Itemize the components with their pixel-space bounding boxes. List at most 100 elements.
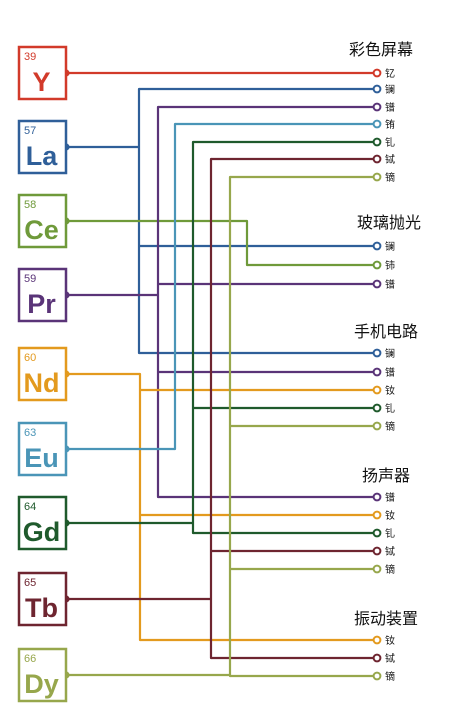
connector-eu	[62, 122, 377, 453]
atomic-number: 64	[24, 501, 36, 513]
category-title: 振动装置	[354, 609, 418, 628]
connector-y	[62, 69, 377, 77]
category-title: 手机电路	[354, 322, 418, 341]
item-endpoint-dot	[372, 84, 382, 94]
element-box-frame	[17, 45, 68, 101]
item-endpoint-dot	[372, 671, 382, 681]
item-label: 铕	[385, 118, 395, 131]
connector-pr	[62, 105, 377, 499]
element-symbol: Y	[32, 67, 50, 97]
element-box-frame	[17, 193, 68, 249]
item-label: 钕	[385, 510, 395, 522]
item-label: 镧	[385, 241, 395, 253]
item-label: 镧	[385, 84, 395, 96]
element-box-frame	[17, 495, 68, 551]
connector-dy	[62, 175, 377, 679]
item-endpoint-dot	[372, 119, 382, 129]
item-endpoint-dot	[372, 154, 382, 164]
category-title: 扬声器	[362, 466, 410, 485]
item-endpoint-dot	[372, 510, 382, 520]
element-symbol: Ce	[24, 215, 59, 245]
item-endpoint-dot	[372, 102, 382, 112]
item-label: 钕	[385, 385, 395, 397]
item-label: 铽	[385, 154, 395, 166]
item-label: 镨	[385, 101, 395, 114]
atomic-number: 65	[24, 577, 36, 589]
atomic-number: 57	[24, 125, 36, 137]
item-label: 铽	[385, 653, 395, 665]
element-symbol: La	[26, 141, 58, 171]
item-endpoint-dot	[372, 385, 382, 395]
item-label: 钆	[385, 403, 395, 415]
item-endpoint-dot	[372, 492, 382, 502]
item-endpoint-dot	[372, 348, 382, 358]
element-symbol: Nd	[24, 368, 60, 398]
item-endpoint-dot	[372, 68, 382, 78]
atomic-number: 60	[24, 352, 36, 364]
item-label: 镝	[385, 420, 395, 433]
element-symbol: Tb	[25, 593, 58, 623]
connector-lines	[62, 69, 377, 679]
item-label: 镝	[385, 563, 395, 576]
connector-ce	[62, 217, 377, 267]
item-label: 镨	[385, 278, 395, 291]
item-label: 铈	[385, 259, 395, 272]
item-endpoint-dot	[372, 403, 382, 413]
atomic-number: 39	[24, 51, 36, 63]
item-label: 镨	[385, 491, 395, 504]
element-box-frame	[17, 571, 68, 627]
item-endpoint-dot	[372, 635, 382, 645]
item-label: 镝	[385, 171, 395, 184]
category-title: 彩色屏幕	[349, 40, 413, 59]
item-label: 钕	[385, 635, 395, 647]
element-box-frame	[17, 346, 68, 402]
connector-gd	[62, 140, 377, 535]
item-endpoint-dot	[372, 241, 382, 251]
item-endpoint-dot	[372, 367, 382, 377]
element-box-frame	[17, 267, 68, 323]
connector-nd	[62, 370, 377, 642]
item-endpoint-dot	[372, 260, 382, 270]
atomic-number: 59	[24, 273, 36, 285]
element-symbol: Pr	[27, 289, 56, 319]
atomic-number: 63	[24, 427, 36, 439]
element-box-frame	[17, 647, 68, 703]
category-labels: 彩色屏幕钇镧镨铕钆铽镝玻璃抛光镧铈镨手机电路镧镨钕钆镝扬声器镨钕钆铽镝振动装置钕…	[349, 40, 421, 683]
element-symbol: Dy	[24, 669, 59, 699]
element-symbol: Eu	[24, 443, 59, 473]
item-label: 镝	[385, 670, 395, 683]
item-label: 铽	[385, 546, 395, 558]
item-label: 钆	[385, 137, 395, 149]
element-box-frame	[17, 421, 68, 477]
item-endpoint-dot	[372, 564, 382, 574]
category-title: 玻璃抛光	[357, 213, 421, 232]
item-endpoint-dot	[372, 279, 382, 289]
item-endpoint-dot	[372, 172, 382, 182]
item-endpoint-dot	[372, 653, 382, 663]
item-endpoint-dot	[372, 528, 382, 538]
atomic-number: 58	[24, 199, 36, 211]
item-label: 钆	[385, 528, 395, 540]
item-endpoint-dot	[372, 546, 382, 556]
item-endpoint-dot	[372, 137, 382, 147]
element-box-frame	[17, 119, 68, 175]
element-box-y: 39Y	[17, 45, 68, 101]
element-symbol: Gd	[23, 517, 61, 547]
item-label: 镨	[385, 366, 395, 379]
item-endpoint-dot	[372, 421, 382, 431]
